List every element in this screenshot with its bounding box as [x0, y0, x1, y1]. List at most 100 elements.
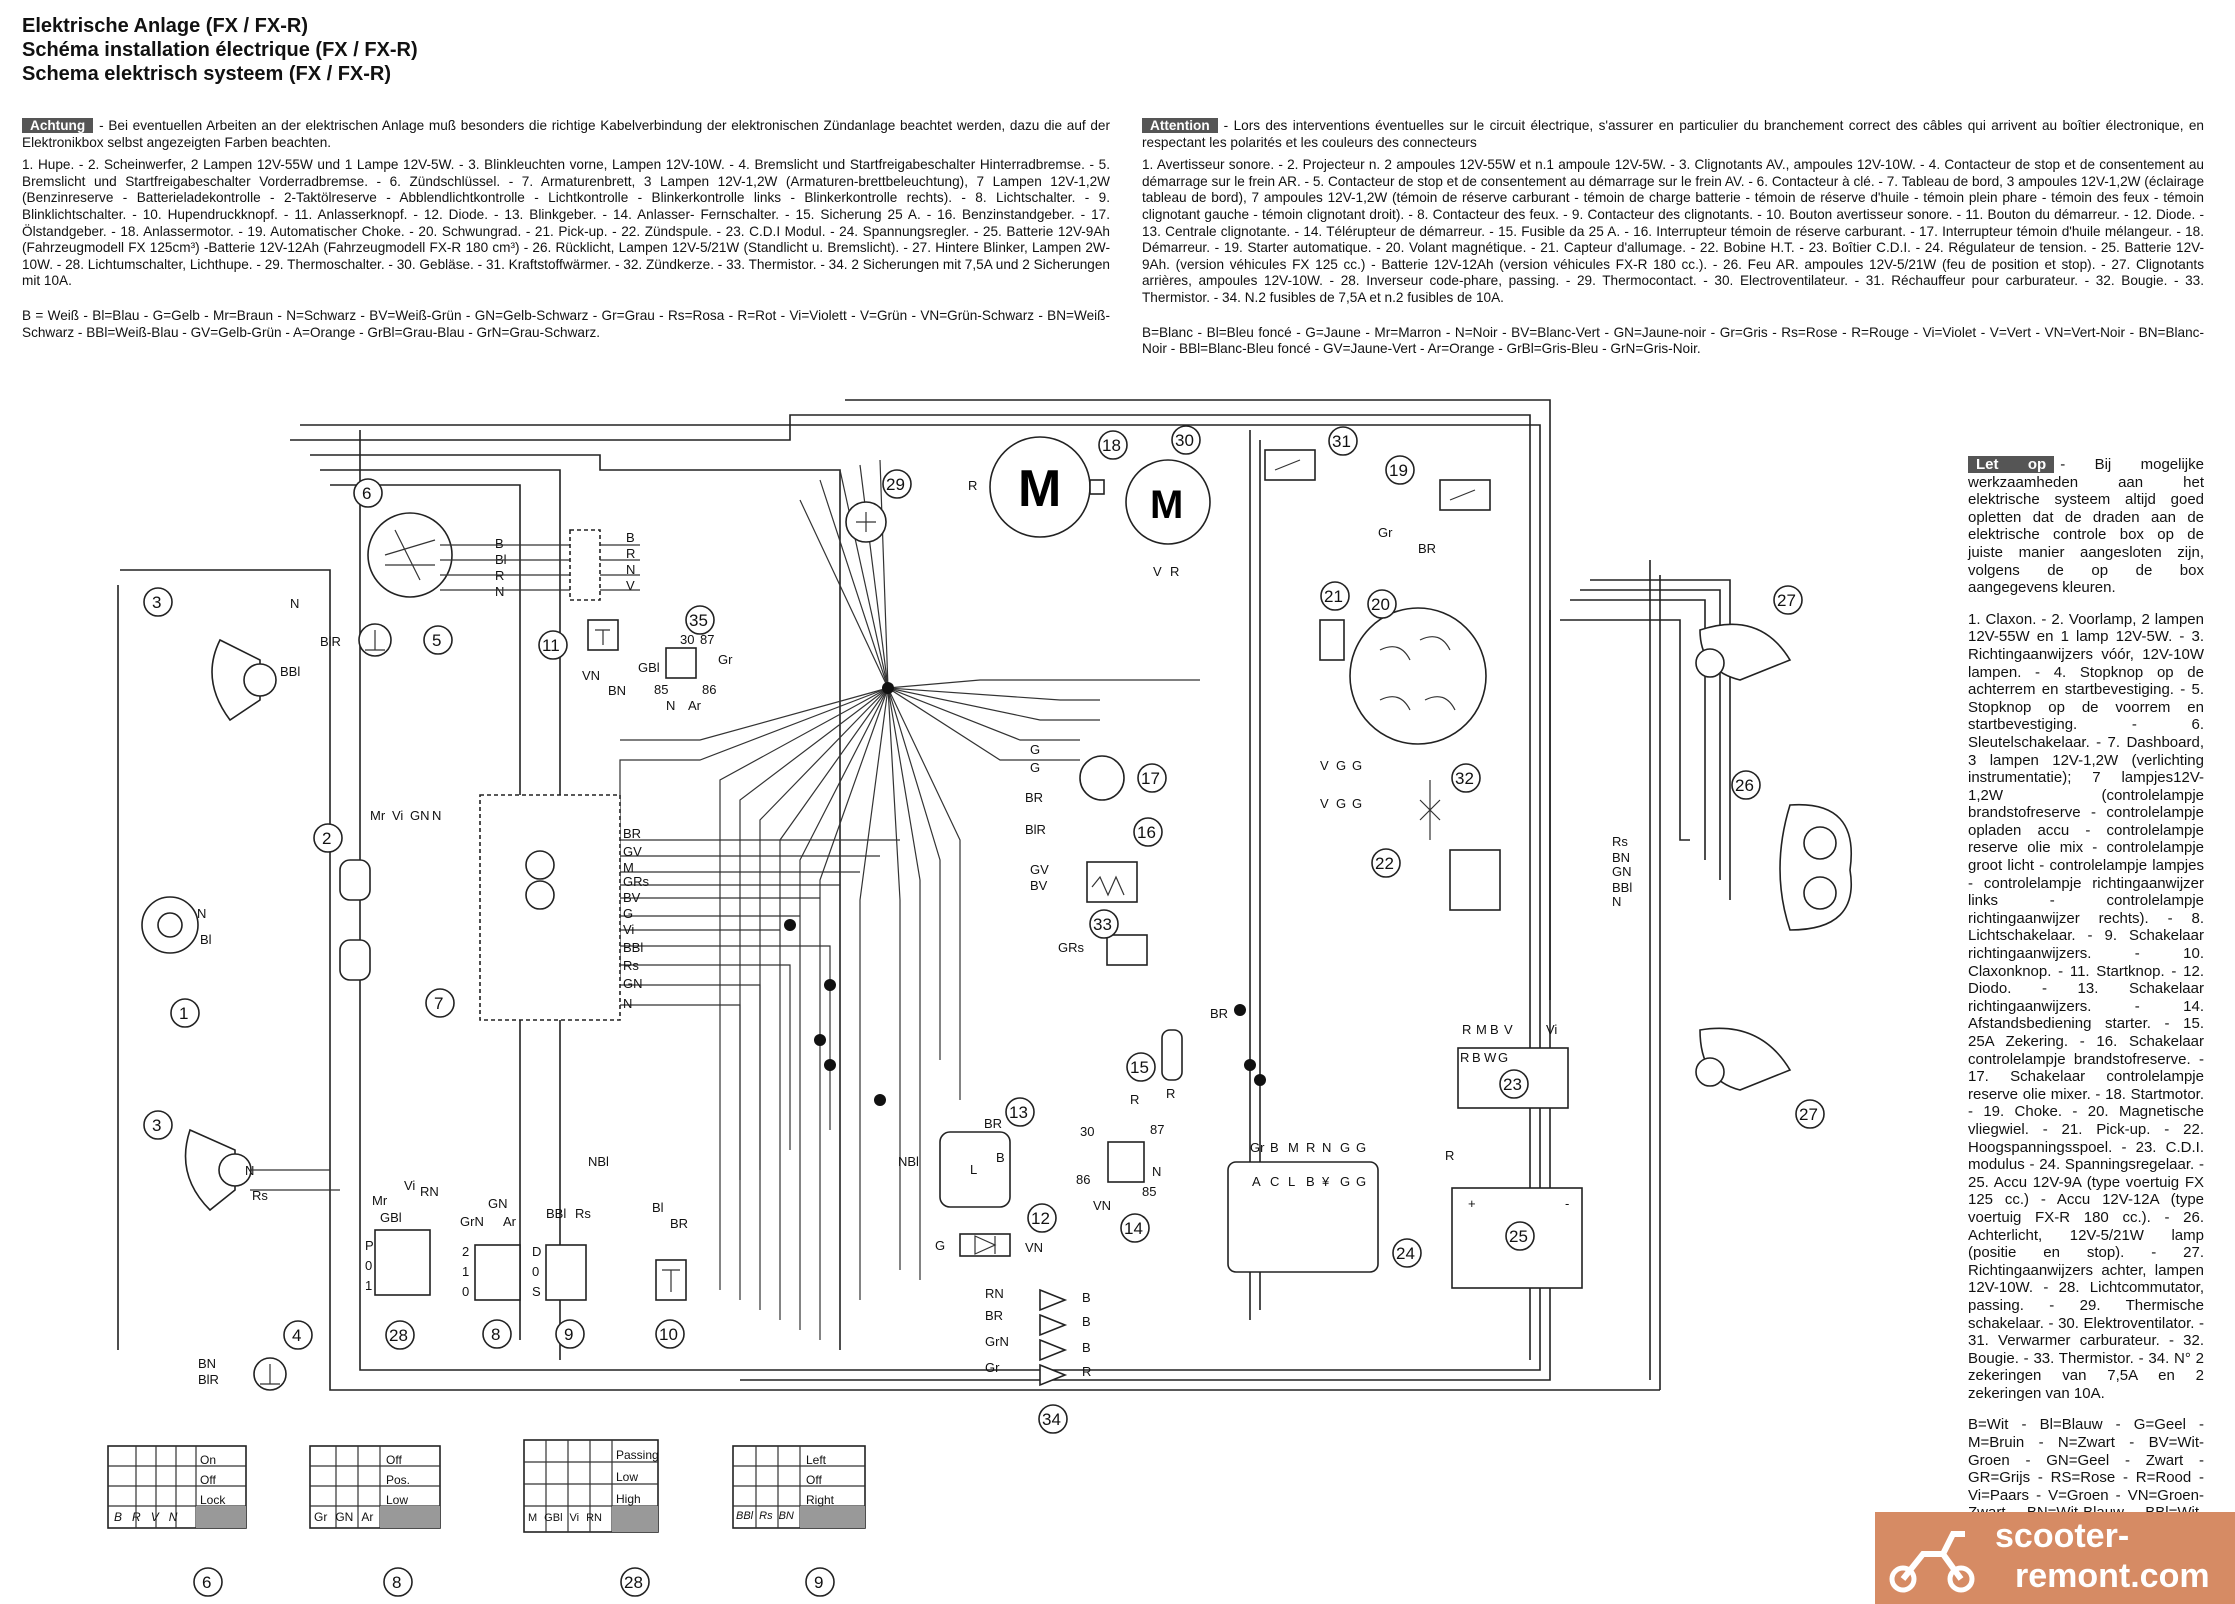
svg-text:35: 35: [689, 611, 708, 630]
svg-text:N: N: [290, 596, 299, 611]
svg-text:10: 10: [659, 1325, 678, 1344]
svg-text:19: 19: [1389, 461, 1408, 480]
tt28-row-2: High: [616, 1492, 641, 1506]
dutch-notes: Let op- Bij mogelijke werkzaamheden aan …: [1968, 456, 2204, 1581]
svg-text:B: B: [1082, 1314, 1091, 1329]
svg-text:85: 85: [654, 682, 668, 697]
tt6-row-2: Lock: [200, 1493, 226, 1507]
svg-text:GN: GN: [410, 808, 430, 823]
truth-table-6: 6: [107, 1445, 247, 1597]
svg-text:17: 17: [1141, 769, 1160, 788]
horn-1: 1 NBl: [141, 896, 212, 1028]
svg-text:87: 87: [700, 632, 714, 647]
svg-text:18: 18: [1102, 436, 1121, 455]
svg-text:Gr: Gr: [985, 1360, 1000, 1375]
svg-text:D: D: [532, 1244, 541, 1259]
tt28-col-2: Vi: [569, 1512, 580, 1524]
svg-text:23: 23: [1503, 1075, 1522, 1094]
svg-text:R: R: [1082, 1364, 1091, 1379]
tt6-col-0: B: [114, 1510, 123, 1524]
svg-text:G: G: [1498, 1050, 1508, 1065]
svg-text:RN: RN: [420, 1184, 439, 1199]
svg-text:BR: BR: [670, 1216, 688, 1231]
svg-text:BBl: BBl: [546, 1206, 566, 1221]
tt28-col-0: M: [528, 1512, 538, 1524]
tt28-col-1: GBl: [544, 1512, 563, 1524]
tt6-col-2: V: [150, 1510, 159, 1524]
svg-text:24: 24: [1396, 1244, 1415, 1263]
svg-text:NBl: NBl: [898, 1154, 919, 1169]
svg-text:34: 34: [1042, 1410, 1061, 1429]
truth-table-6-labels: On Off Lock: [200, 1450, 225, 1510]
svg-text:G: G: [1030, 760, 1040, 775]
svg-text:15: 15: [1130, 1058, 1149, 1077]
svg-text:BlR: BlR: [198, 1372, 219, 1387]
truth-table-28: 28: [523, 1439, 659, 1597]
svg-text:11: 11: [542, 636, 560, 655]
svg-text:N: N: [495, 584, 504, 599]
tt8-col-2: Ar: [361, 1510, 374, 1524]
svg-text:2: 2: [462, 1244, 469, 1259]
svg-text:16: 16: [1137, 823, 1156, 842]
svg-text:GrN: GrN: [460, 1214, 484, 1229]
svg-text:27: 27: [1777, 591, 1796, 610]
dutch-intro: - Bij mogelijke werkzaamheden aan het el…: [1968, 456, 2204, 597]
svg-text:27: 27: [1799, 1105, 1818, 1124]
svg-text:VN: VN: [1025, 1240, 1043, 1255]
truth-table-28-cols: M GBl Vi RN: [528, 1512, 602, 1524]
svg-text:Ar: Ar: [503, 1214, 517, 1229]
tt6-row-1: Off: [200, 1473, 216, 1487]
svg-text:BN: BN: [1612, 850, 1630, 865]
svg-text:87: 87: [1150, 1122, 1164, 1137]
svg-text:Gr: Gr: [1250, 1140, 1265, 1155]
svg-text:Gr: Gr: [718, 652, 733, 667]
pickup-21: 21: [1319, 581, 1350, 661]
svg-text:B: B: [1082, 1340, 1091, 1355]
svg-text:G: G: [1336, 758, 1346, 773]
title-nl: Schema elektrisch systeem (FX / FX-R): [22, 63, 392, 85]
scooter-logo-icon: [1889, 1531, 1975, 1593]
svg-text:Rs: Rs: [252, 1188, 268, 1203]
svg-text:86: 86: [702, 682, 716, 697]
svg-text:V: V: [1153, 564, 1162, 579]
svg-text:6: 6: [202, 1573, 211, 1592]
svg-text:R: R: [1130, 1092, 1139, 1107]
svg-text:G: G: [1356, 1174, 1366, 1189]
svg-text:N: N: [1612, 894, 1621, 909]
svg-text:2: 2: [322, 829, 331, 848]
svg-text:Mr: Mr: [372, 1193, 388, 1208]
svg-text:28: 28: [389, 1326, 408, 1345]
svg-text:Rs: Rs: [1612, 834, 1628, 849]
fuse-25a-15: 15 BRR: [1126, 1006, 1228, 1101]
svg-text:Gr: Gr: [1378, 525, 1393, 540]
german-intro: - Bei eventuellen Arbeiten an der elektr…: [22, 118, 1110, 150]
svg-text:V: V: [1320, 796, 1329, 811]
svg-text:8: 8: [392, 1573, 401, 1592]
svg-text:B: B: [1472, 1050, 1481, 1065]
svg-text:BN: BN: [198, 1356, 216, 1371]
svg-text:0: 0: [365, 1258, 372, 1273]
svg-text:G: G: [1352, 796, 1362, 811]
svg-text:W: W: [1484, 1050, 1497, 1065]
dutch-items: 1. Claxon. - 2. Voorlamp, 2 lampen 12V-5…: [1968, 610, 2204, 1402]
svg-text:Vi: Vi: [623, 922, 634, 937]
svg-text:N: N: [197, 906, 206, 921]
tt8-row-1: Pos.: [386, 1473, 411, 1487]
watermark-line-2: remont.com: [2015, 1557, 2210, 1595]
svg-text:BV: BV: [623, 890, 641, 905]
svg-text:Rs: Rs: [623, 958, 639, 973]
rear-indicator-27-top: 27: [1695, 585, 1803, 681]
svg-text:6: 6: [362, 484, 371, 503]
truth-table-9: 9: [732, 1445, 866, 1597]
svg-text:Bl: Bl: [652, 1200, 664, 1215]
svg-text:M: M: [623, 860, 634, 875]
svg-text:NBl: NBl: [588, 1154, 609, 1169]
svg-text:9: 9: [814, 1573, 823, 1592]
